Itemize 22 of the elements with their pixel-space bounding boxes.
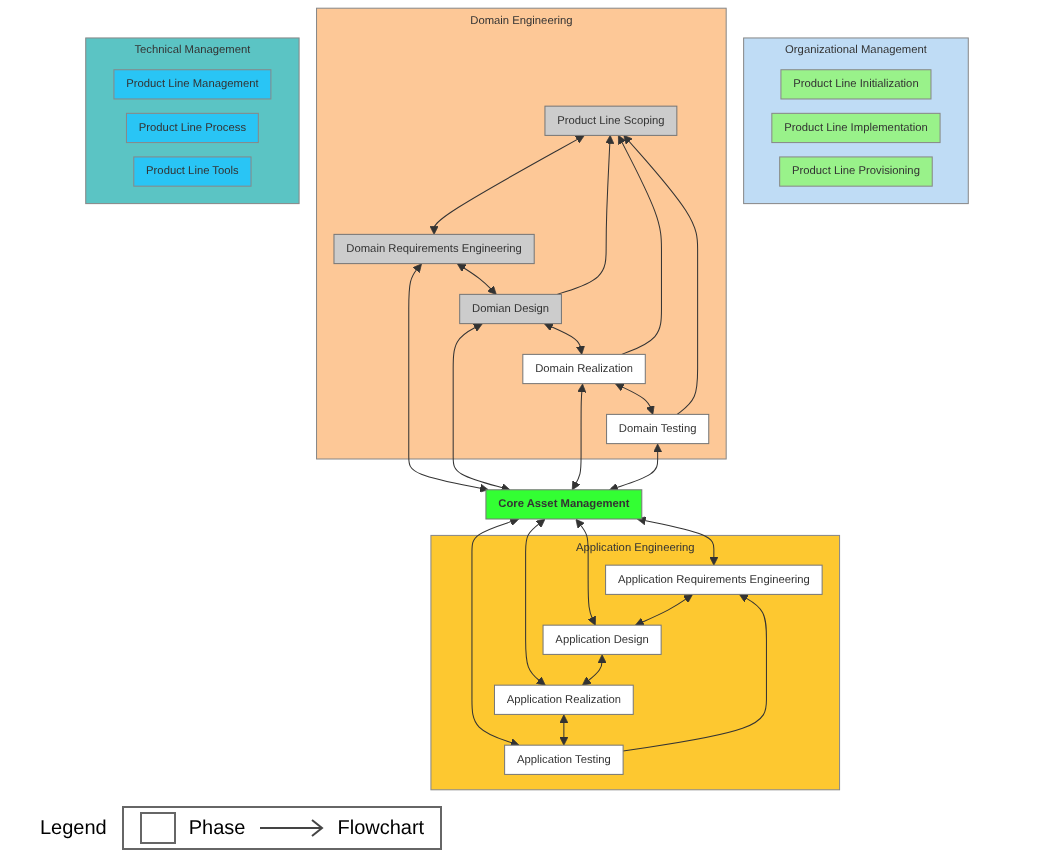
arrow [408,263,489,493]
arrow [635,594,693,627]
legend-label: Flowchart [337,817,425,839]
arrow [452,323,511,492]
arrow [636,516,719,566]
arrow [582,654,607,686]
arrow [429,135,585,235]
arrow [456,263,497,295]
arrow [615,383,655,415]
arrow [559,714,569,746]
legend-label: Phase [188,817,246,839]
arrow [622,594,767,752]
arrow [471,517,520,747]
arrow [556,135,615,295]
arrow [525,518,546,686]
arrow [623,135,699,415]
arrow [544,322,585,355]
arrow [618,135,662,355]
arrow [571,383,587,491]
legend-title: Legend [40,817,107,839]
arrow [609,443,663,492]
arrow [575,518,596,626]
